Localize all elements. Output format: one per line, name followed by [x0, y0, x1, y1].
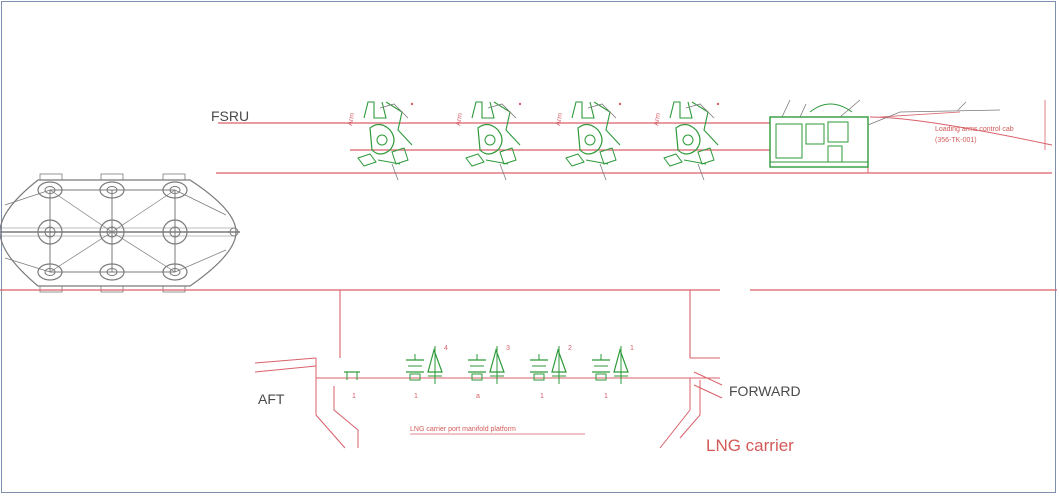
control-cab-title: Loading arms control cab	[935, 126, 1014, 133]
carrier-manifold-arm: 2	[530, 345, 572, 384]
manifold-platform-label: LNG carrier port manifold platform	[410, 426, 516, 433]
lng-carrier-hull	[0, 289, 1057, 449]
fsru-deck-lines	[216, 100, 1053, 174]
carrier-manifold-arms: 4 3 2 1 1 1 a 1 1	[344, 345, 634, 400]
forward-label: FORWARD	[729, 383, 801, 399]
arm-tag: Arm	[347, 112, 356, 126]
arm-number: 4	[444, 345, 448, 352]
control-cab-label: Loading arms control cab (356-TK-001)	[935, 126, 1014, 144]
fender-nodes	[37, 181, 188, 281]
arm-number: 1	[630, 345, 634, 352]
carrier-aft-manifold-stub	[344, 371, 360, 380]
fsru-loading-arm: Arm	[347, 101, 414, 181]
platform-mark: 1	[540, 393, 544, 400]
lng-carrier-label: LNG carrier	[706, 436, 794, 455]
platform-mark: 1	[352, 393, 356, 400]
carrier-manifold-arm: 4	[406, 345, 448, 384]
fsru-loading-arms: Arm Arm Arm Arm	[347, 101, 720, 181]
fsru-label: FSRU	[211, 108, 249, 124]
arm-tag: Arm	[653, 112, 662, 126]
platform-mark: 1	[604, 393, 608, 400]
carrier-manifold-arm: 3	[468, 345, 510, 384]
fender	[0, 173, 240, 293]
aft-label: AFT	[258, 391, 285, 407]
fsru-loading-arm: Arm	[555, 101, 622, 181]
arm-tag: Arm	[555, 112, 564, 126]
platform-mark: a	[476, 393, 480, 400]
fsru-loading-arm: Arm	[653, 101, 720, 181]
arm-tag: Arm	[455, 112, 464, 126]
carrier-manifold-arm: 1	[592, 345, 634, 384]
fsru-loading-arm: Arm	[455, 101, 522, 181]
platform-mark: 1	[414, 393, 418, 400]
arm-number: 2	[568, 345, 572, 352]
control-cab	[769, 99, 1001, 168]
arm-number: 3	[506, 345, 510, 352]
control-cab-tag: (356-TK-001)	[935, 137, 977, 144]
